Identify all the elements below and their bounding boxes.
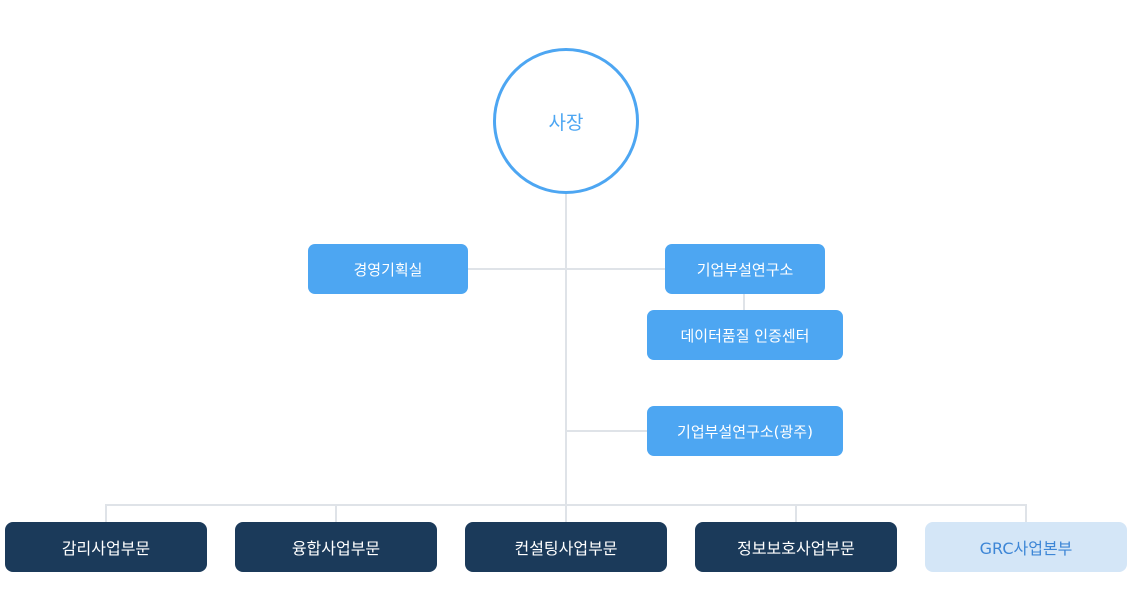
division-audit-node: 감리사업부문 [5,522,207,572]
ceo-node: 사장 [493,48,639,194]
division-security-node: 정보보호사업부문 [695,522,897,572]
division-grc-node: GRC사업본부 [925,522,1127,572]
division-convergence-node: 융합사업부문 [235,522,437,572]
planning-office-node: 경영기획실 [308,244,468,294]
research-lab-node: 기업부설연구소 [665,244,825,294]
connector-division-3 [565,504,567,522]
division-audit-label: 감리사업부문 [61,539,151,558]
division-grc-label: GRC사업본부 [979,539,1073,558]
research-lab-label: 기업부설연구소 [696,260,794,279]
division-consulting-node: 컨설팅사업부문 [465,522,667,572]
connector-gwangju-horizontal [567,430,647,432]
planning-office-label: 경영기획실 [353,260,423,279]
connector-main-vertical [565,194,567,505]
division-security-label: 정보보호사업부문 [737,539,855,558]
division-convergence-label: 융합사업부문 [291,539,381,558]
connector-division-5 [1025,504,1027,522]
connector-division-2 [335,504,337,522]
connector-division-1 [105,504,107,522]
research-lab-gwangju-label: 기업부설연구소(광주) [677,422,813,441]
research-lab-gwangju-node: 기업부설연구소(광주) [647,406,843,456]
connector-staff-horizontal [468,268,665,270]
division-consulting-label: 컨설팅사업부문 [514,539,618,558]
data-quality-center-node: 데이터품질 인증센터 [647,310,843,360]
connector-lab-to-datacenter [743,294,745,310]
connector-division-4 [795,504,797,522]
ceo-label: 사장 [548,111,584,134]
data-quality-center-label: 데이터품질 인증센터 [680,326,810,345]
